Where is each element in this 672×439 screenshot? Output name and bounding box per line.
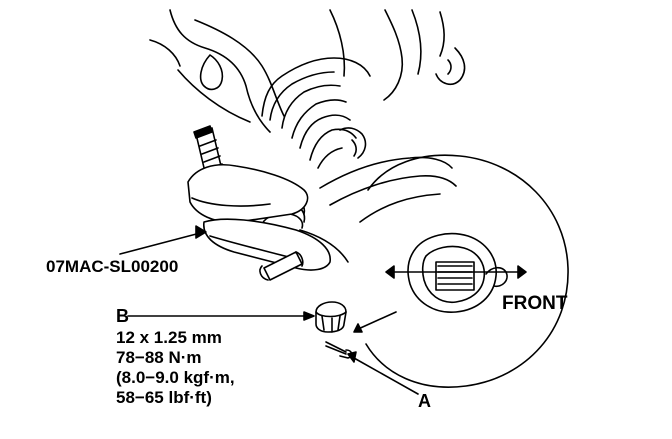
- cotter-pin: [325, 341, 353, 359]
- leader-lines: [119, 225, 419, 395]
- detail-view: [365, 154, 569, 388]
- spec-b-torque-nm: 78−88 N·m: [116, 348, 202, 367]
- spec-b-torque-kgfm: (8.0−9.0 kgf·m,: [116, 368, 235, 387]
- lower-arm: [299, 156, 457, 263]
- cv-boot: [261, 57, 371, 169]
- tool-number-label: 07MAC-SL00200: [46, 257, 179, 276]
- callout-b-label: B: [116, 306, 130, 326]
- spec-b-torque-lbfft: 58−65 lbf·ft): [116, 388, 212, 407]
- spec-b-size: 12 x 1.25 mm: [116, 328, 222, 347]
- knuckle-outline: [149, 9, 466, 133]
- front-direction-label: FRONT: [502, 293, 568, 314]
- callout-a-label: A: [418, 391, 432, 411]
- castle-nut: [315, 301, 347, 333]
- ball-joint-remover-tool: [187, 125, 331, 281]
